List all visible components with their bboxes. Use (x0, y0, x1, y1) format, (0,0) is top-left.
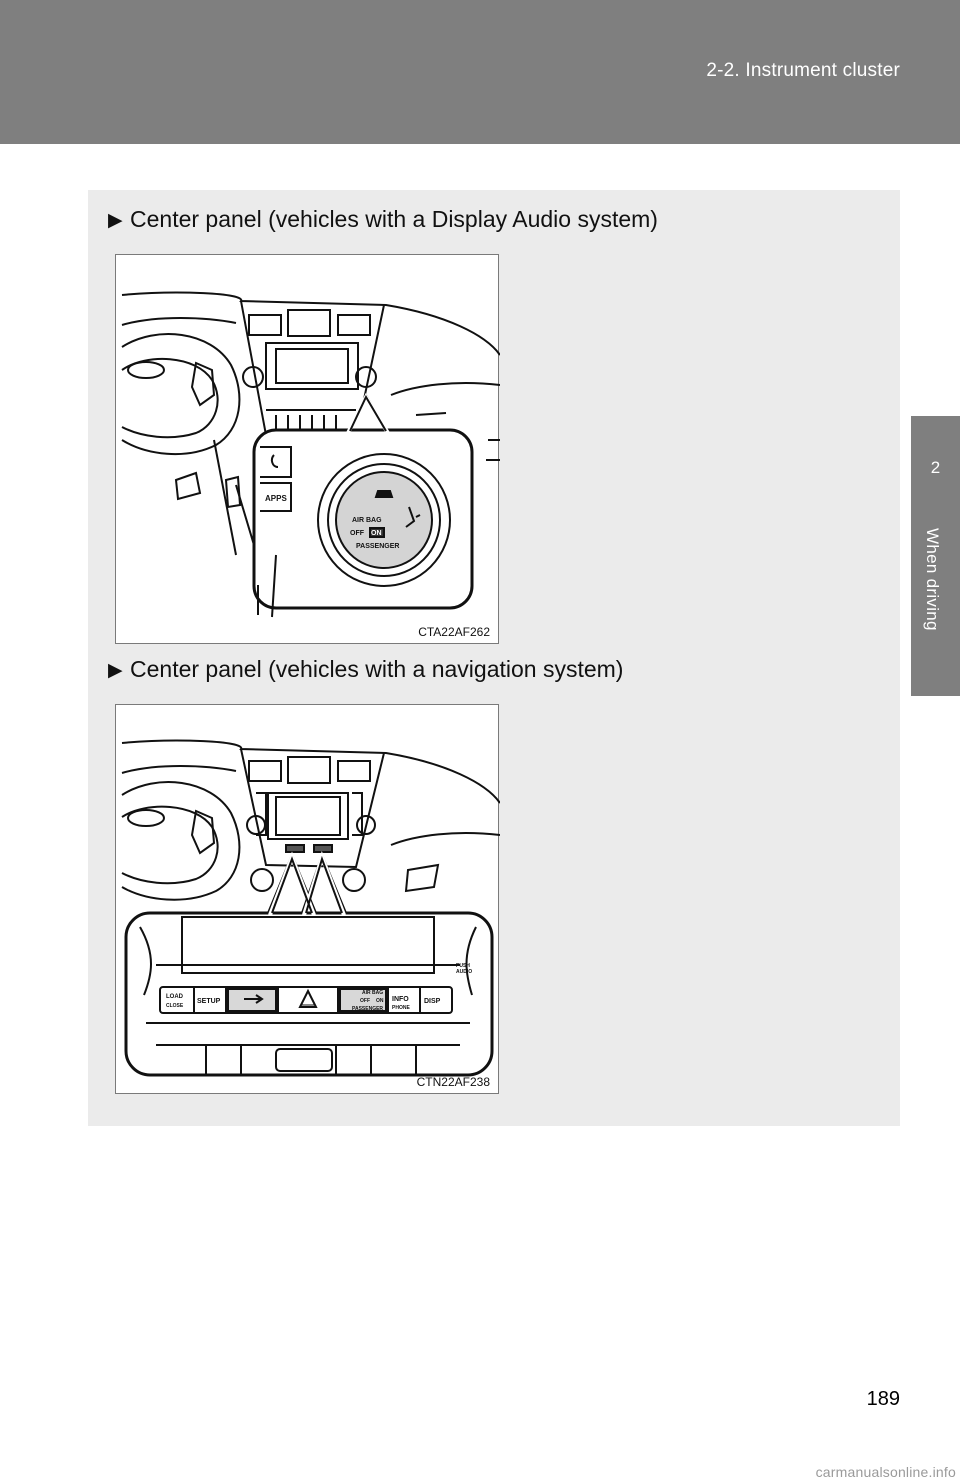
push-label: PUSH (456, 963, 470, 969)
chapter-number: 2 (930, 458, 941, 477)
disp-button-label: DISP (424, 998, 441, 1005)
page-header: 2-2. Instrument cluster (0, 0, 960, 144)
on-label: ON (376, 998, 384, 1004)
airbag-label: AIR BAG (352, 517, 382, 524)
page-number: 189 (866, 1388, 900, 1410)
watermark: carmanualsonline.info (815, 1464, 956, 1480)
navigation-dashboard-drawing: LOAD CLOSE SETUP AIR BAG OFF ON PASSENGE… (121, 739, 500, 1077)
off-label: OFF (350, 530, 365, 537)
off-label: OFF (360, 998, 370, 1004)
airbag-label: AIR BAG (362, 990, 383, 996)
display-audio-dashboard-drawing: APPS AIR BAG OFF ON PASSENGER (121, 291, 500, 618)
passenger-label: PASSENGER (356, 543, 399, 550)
audio-label: AUDIO (456, 969, 472, 975)
phone-label: PHONE (392, 1005, 410, 1011)
info-button-label: INFO (392, 996, 409, 1003)
triangle-bullet-icon: ▶ (108, 210, 123, 231)
triangle-bullet-icon: ▶ (108, 660, 123, 681)
figure-1-heading: ▶Center panel (vehicles with a Display A… (108, 206, 658, 232)
figure-2-illustration: LOAD CLOSE SETUP AIR BAG OFF ON PASSENGE… (115, 704, 500, 1094)
figure-1-illustration: APPS AIR BAG OFF ON PASSENGER CTA22AF262 (115, 254, 500, 644)
figure-2-code: CTN22AF238 (416, 1075, 490, 1089)
passenger-label: PASSENGER (352, 1006, 383, 1012)
section-title: 2-2. Instrument cluster (706, 60, 900, 81)
on-label: ON (371, 530, 382, 537)
figure-2-heading: ▶Center panel (vehicles with a navigatio… (108, 656, 624, 682)
apps-button-label: APPS (265, 494, 287, 503)
figure-1-code: CTA22AF262 (418, 625, 490, 639)
load-label: LOAD (166, 994, 184, 1000)
chapter-label: When driving (923, 528, 942, 631)
close-label: CLOSE (166, 1003, 184, 1009)
setup-button-label: SETUP (197, 998, 221, 1005)
chapter-tab: 2 When driving (911, 416, 960, 696)
